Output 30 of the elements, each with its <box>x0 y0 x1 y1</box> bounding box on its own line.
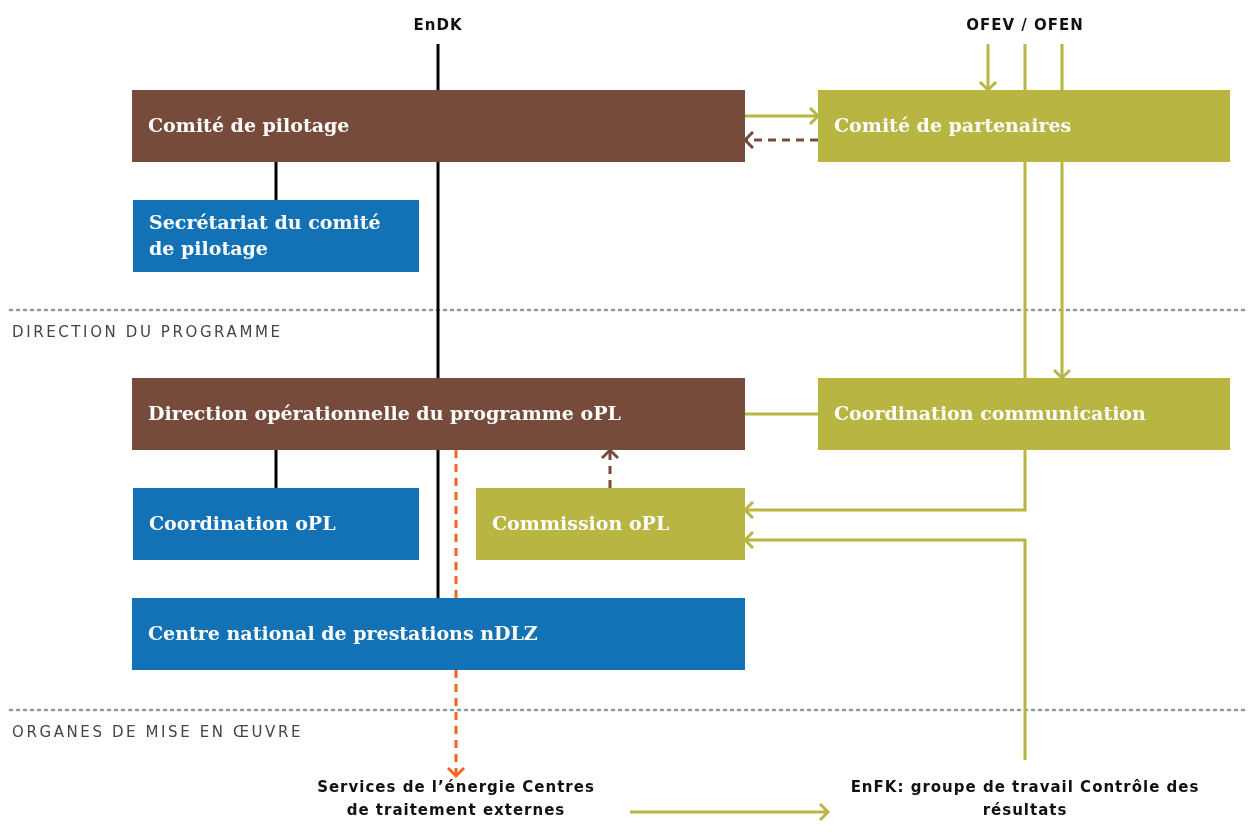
connector-line <box>436 44 440 90</box>
org-box: Coordination communication <box>818 378 1230 450</box>
connector-line <box>745 412 818 416</box>
org-box: Secrétariat du comité de pilotage <box>133 200 419 272</box>
org-box: Comité de partenaires <box>818 90 1230 162</box>
connector-line <box>1060 44 1064 90</box>
arrow <box>978 44 998 92</box>
connector-line <box>454 450 458 598</box>
node-label: EnFK: groupe de travail Contrôle des résultats <box>850 778 1200 819</box>
arrow <box>446 670 466 778</box>
org-box: Direction opérationnelle du programme oPL <box>132 378 745 450</box>
connector-line <box>436 162 440 378</box>
arrow <box>600 448 620 488</box>
org-box: Centre national de prestations nDLZ <box>132 598 745 670</box>
node-label: OFEV / OFEN <box>966 16 1084 34</box>
connector-line <box>274 162 278 200</box>
org-box: Commission oPL <box>476 488 745 560</box>
connector-line <box>436 450 440 598</box>
section-label: ORGANES DE MISE EN ŒUVRE <box>12 722 305 743</box>
connector-line <box>1023 162 1027 378</box>
org-box: Comité de pilotage <box>132 90 745 162</box>
arrow <box>1052 162 1072 380</box>
arrow <box>745 106 820 126</box>
connector-line <box>1023 44 1027 90</box>
arrow <box>630 802 830 822</box>
org-box: Coordination oPL <box>133 488 419 560</box>
connector-line <box>274 450 278 488</box>
section-label: DIRECTION DU PROGRAMME <box>12 322 284 343</box>
node-label: EnDK <box>413 16 463 34</box>
node-label: Services de l’énergie Centres de traitement externes <box>317 778 595 819</box>
